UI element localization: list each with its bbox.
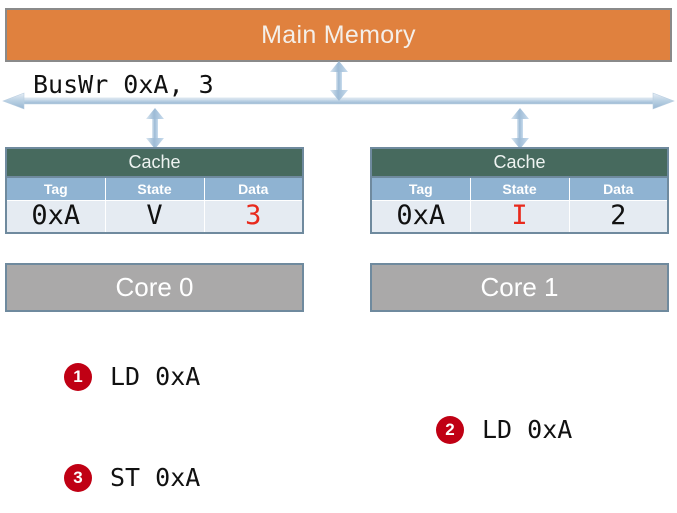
cache-title-0: Cache	[5, 147, 304, 178]
cache-title-label-0: Cache	[128, 152, 181, 172]
cache-header-row-1: Tag State Data	[371, 178, 668, 201]
memory-bus-connector-icon	[330, 61, 348, 101]
cache-table-0: Tag State Data 0xA V 3	[5, 178, 304, 234]
cache-column-data-0: Data	[204, 178, 303, 201]
cache-column-state-1: State	[470, 178, 570, 201]
step-badge-2: 2	[436, 415, 464, 444]
cache-column-state-0: State	[105, 178, 205, 201]
cache-title-label-1: Cache	[493, 152, 546, 172]
core-block-1: Core 1	[370, 263, 669, 312]
cache-block-1: Cache Tag State Data 0xA I 2	[370, 147, 669, 234]
cache-data-value-0: 3	[204, 200, 303, 233]
bus-cache1-connector-icon	[511, 108, 529, 149]
bus-transaction-label: BusWr 0xA, 3	[33, 70, 214, 99]
cache-column-data-1: Data	[569, 178, 668, 201]
step-badge-3: 3	[64, 463, 92, 492]
cache-data-row-1: 0xA I 2	[371, 200, 668, 233]
cache-header-row-0: Tag State Data	[6, 178, 303, 201]
core-label-0: Core 0	[115, 272, 194, 302]
cache-tag-value-1: 0xA	[371, 200, 471, 233]
step-text-3: ST 0xA	[110, 463, 201, 492]
cache-state-value-0: V	[105, 200, 205, 233]
bus-cache0-connector-icon	[146, 108, 164, 149]
cache-data-value-1: 2	[569, 200, 668, 233]
cache-block-0: Cache Tag State Data 0xA V 3	[5, 147, 304, 234]
cache-tag-value-0: 0xA	[6, 200, 106, 233]
cache-data-row-0: 0xA V 3	[6, 200, 303, 233]
main-memory-block: Main Memory	[5, 8, 672, 62]
step-3: 3 ST 0xA	[64, 463, 200, 492]
step-badge-1: 1	[64, 362, 92, 391]
cache-state-value-1: I	[470, 200, 570, 233]
step-2: 2 LD 0xA	[436, 415, 572, 444]
cache-title-1: Cache	[370, 147, 669, 178]
cache-column-tag-1: Tag	[371, 178, 471, 201]
core-label-1: Core 1	[480, 272, 559, 302]
cache-column-tag-0: Tag	[6, 178, 106, 201]
step-1: 1 LD 0xA	[64, 362, 200, 391]
step-text-2: LD 0xA	[482, 415, 573, 444]
step-text-1: LD 0xA	[110, 362, 201, 391]
core-block-0: Core 0	[5, 263, 304, 312]
main-memory-label: Main Memory	[261, 20, 416, 49]
cache-table-1: Tag State Data 0xA I 2	[370, 178, 669, 234]
